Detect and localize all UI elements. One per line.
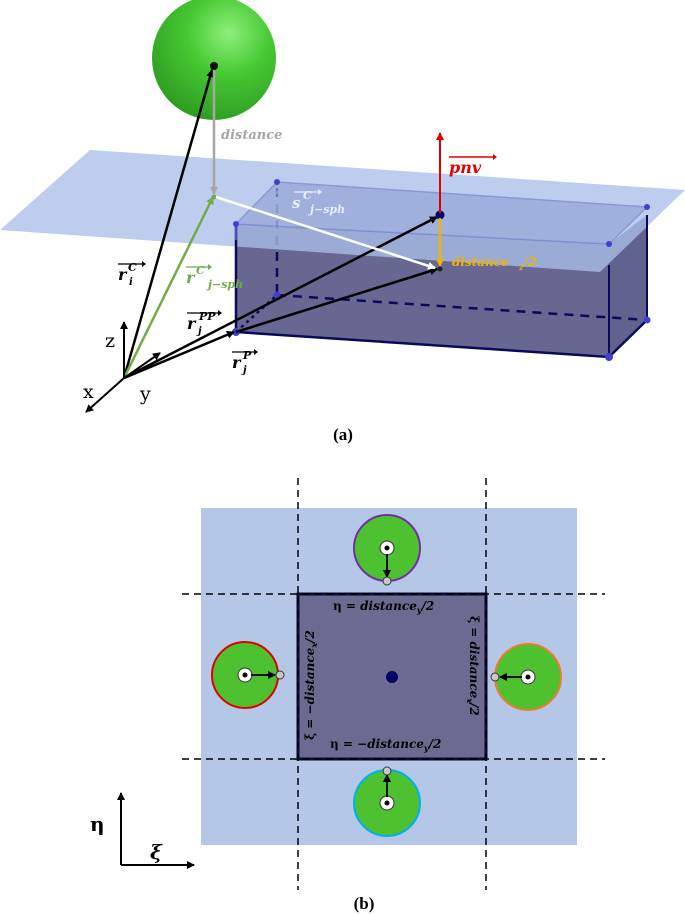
svg-text:j: j bbox=[196, 326, 202, 337]
distance-label: distance bbox=[221, 128, 282, 143]
svg-text:C: C bbox=[303, 189, 312, 202]
label-left-boundary: ξ = −distancex/2 bbox=[303, 630, 319, 740]
r-jsph-label: r C j−sph bbox=[186, 264, 243, 291]
r-jp-vector bbox=[123, 330, 235, 380]
svg-text:r: r bbox=[118, 265, 128, 284]
svg-text:η = distancey/2: η = distancey/2 bbox=[333, 599, 434, 615]
s-vector bbox=[215, 195, 436, 270]
s-label: s C j−sph bbox=[292, 189, 345, 216]
svg-text:P: P bbox=[242, 349, 252, 362]
cell-center-dot bbox=[386, 671, 398, 683]
svg-text:j: j bbox=[241, 365, 247, 376]
z-axis-label: z bbox=[105, 330, 115, 352]
sphere-center bbox=[210, 62, 218, 70]
r-i-label: r C i bbox=[118, 261, 142, 288]
svg-text:r: r bbox=[232, 353, 242, 372]
svg-text:z: z bbox=[518, 262, 524, 272]
caption-a: (a) bbox=[333, 425, 353, 444]
x-axis-label: x bbox=[83, 381, 94, 403]
svg-text:ξ = distancex/2: ξ = distancex/2 bbox=[465, 616, 481, 716]
label-right-boundary: ξ = distancex/2 bbox=[465, 616, 481, 716]
box-edge bbox=[234, 224, 648, 359]
r-jpp-label: r j PP bbox=[187, 310, 218, 337]
svg-text:i: i bbox=[129, 277, 133, 288]
cell-boundary-lines bbox=[182, 478, 605, 890]
box-hidden-edge bbox=[276, 293, 648, 322]
distance-z-label: distance z /2 bbox=[452, 255, 537, 272]
svg-text:/2: /2 bbox=[523, 255, 537, 269]
label-top-boundary: η = distancey/2 bbox=[333, 599, 434, 615]
pnv-label: pnv bbox=[449, 156, 493, 177]
svg-text:pnv: pnv bbox=[449, 158, 482, 177]
axes-b bbox=[117, 792, 195, 869]
cell-center-point bbox=[435, 210, 445, 220]
svg-text:s: s bbox=[292, 194, 301, 212]
eta-axis-label: η bbox=[90, 812, 105, 836]
svg-text:r: r bbox=[187, 314, 197, 333]
caption-b: (b) bbox=[354, 894, 375, 913]
label-bottom-boundary: η = −distancey/2 bbox=[330, 737, 441, 753]
sphere bbox=[152, 0, 276, 120]
svg-text:η = −distancey/2: η = −distancey/2 bbox=[330, 737, 441, 753]
r-jsph-vector bbox=[122, 196, 215, 379]
svg-text:distance: distance bbox=[452, 255, 509, 269]
neighbour-circle-right bbox=[490, 643, 562, 711]
svg-text:ξ = −distancex/2: ξ = −distancex/2 bbox=[303, 630, 319, 740]
neighbour-circle-left bbox=[211, 641, 285, 709]
neighbour-circle-top bbox=[353, 514, 421, 586]
panel-b: η = distancey/2 η = −distancey/2 ξ = −di… bbox=[90, 478, 605, 913]
svg-text:C: C bbox=[196, 264, 205, 277]
axes-a bbox=[85, 321, 161, 413]
svg-text:j−sph: j−sph bbox=[308, 203, 345, 216]
r-jp-to-projection bbox=[235, 267, 438, 334]
svg-text:C: C bbox=[128, 261, 137, 274]
y-axis-label: y bbox=[139, 383, 151, 405]
neighbour-circle-bottom bbox=[353, 766, 421, 837]
sphere-projection-point bbox=[211, 194, 217, 200]
r-jpp-vector bbox=[123, 215, 438, 380]
svg-text:r: r bbox=[186, 268, 196, 287]
panel-a: z y x distance s C j−sph pnv distance z … bbox=[0, 0, 685, 444]
plane-projection-point bbox=[437, 266, 443, 272]
r-i-vector bbox=[122, 69, 214, 379]
svg-text:j−sph: j−sph bbox=[206, 278, 243, 291]
box-hidden-edge bbox=[235, 294, 278, 333]
svg-text:PP: PP bbox=[198, 310, 216, 323]
r-jp-label: r j P bbox=[232, 349, 254, 376]
xi-axis-label: ξ bbox=[150, 840, 163, 864]
overbar-arrowheads bbox=[142, 154, 497, 355]
